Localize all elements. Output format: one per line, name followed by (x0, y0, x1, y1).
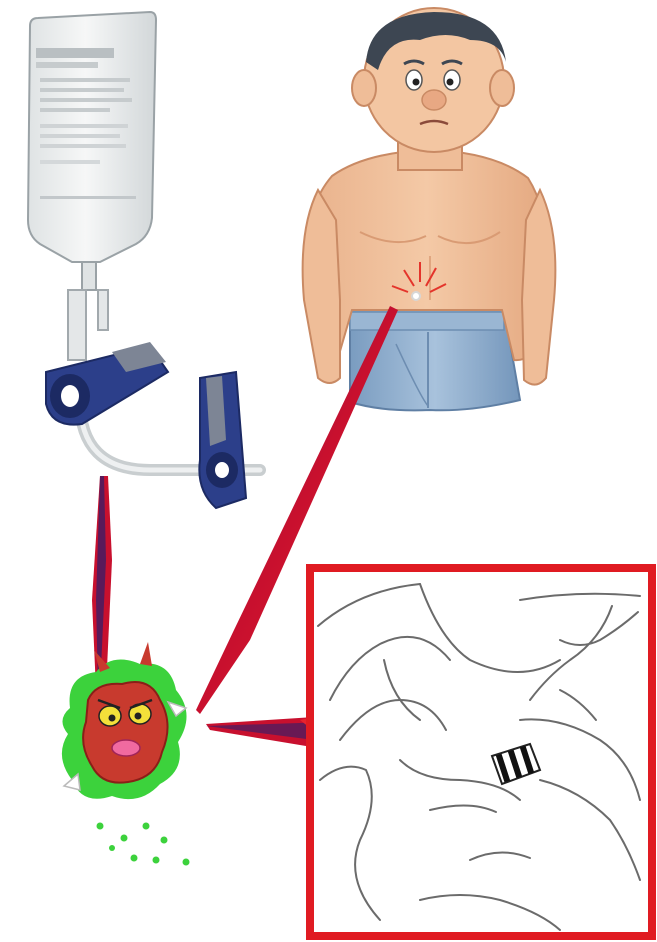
inset-frame (310, 568, 652, 936)
iv-bag-icon (28, 12, 156, 360)
catheter-inset (310, 568, 652, 936)
germ-icon (62, 642, 190, 866)
contamination-stream-from-tubing (92, 476, 112, 690)
patient-icon (303, 8, 556, 410)
tubing-clamp-icon (46, 342, 260, 508)
